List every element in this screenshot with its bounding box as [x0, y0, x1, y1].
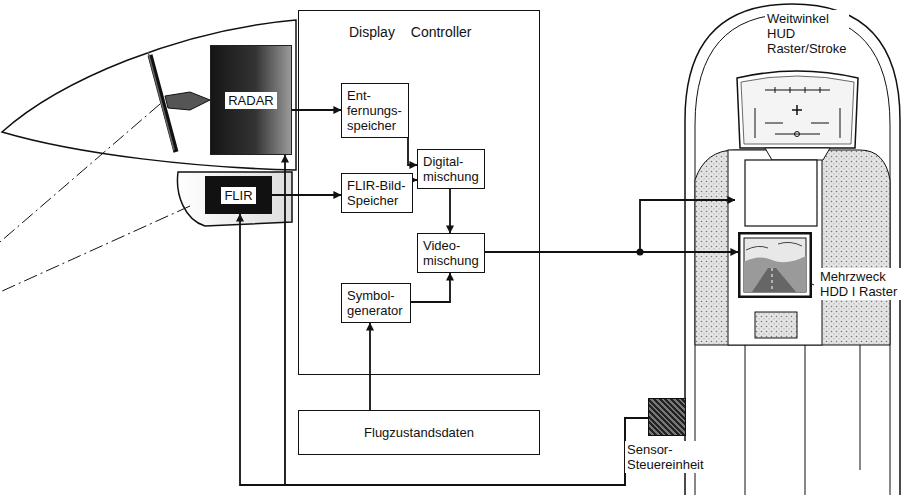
process-box: Digital- mischung: [417, 149, 485, 189]
center-console: [728, 150, 822, 345]
hud-unit: Weitwinkel HUD Raster/Stroke: [735, 68, 860, 228]
process-box: Video- mischung: [417, 233, 485, 273]
connector: [292, 109, 341, 111]
node-label: Sensor- Steuereinheit: [625, 441, 719, 473]
flir-pod: [177, 172, 292, 226]
canopy: [685, 4, 900, 495]
process-box: Ent- fernungs- speicher: [341, 83, 409, 138]
radar-feed: [165, 92, 210, 110]
connector: [485, 251, 738, 253]
process-box: Symbol- generator: [341, 283, 411, 323]
hdd-display: Mehrzweck HDD I Raster: [738, 232, 812, 298]
node-text: Display Controller: [349, 25, 471, 40]
node-text: Symbol- generator: [347, 288, 405, 318]
node-text: FLIR-Bild- Speicher: [347, 178, 407, 208]
connector: [285, 155, 648, 485]
node-text: Ent- fernungs- speicher: [347, 88, 403, 133]
node-text: Video- mischung: [423, 238, 479, 268]
controller-box: Display ControllerEnt- fernungs- speiche…: [298, 10, 540, 375]
process-box: FLIR-Bild- Speicher: [341, 173, 413, 213]
flir-boresight: [0, 206, 190, 292]
node-text: RADAR: [225, 92, 277, 109]
connector: [411, 273, 450, 302]
node-text: Digital- mischung: [423, 154, 479, 184]
aircraft-nose: [2, 20, 296, 170]
hud-picture: [735, 68, 860, 228]
flir-unit: FLIR: [205, 176, 272, 214]
sensor-control-unit: Sensor- Steuereinheit: [648, 398, 686, 436]
radar-boresight: [0, 104, 160, 242]
connector: [485, 200, 735, 252]
connector: [369, 323, 371, 410]
radar-unit: RADAR: [210, 45, 292, 155]
hdd-screen-picture: [738, 232, 812, 298]
node-label: Weitwinkel HUD Raster/Stroke: [765, 10, 849, 57]
connector: [240, 214, 648, 485]
instrument-panel: [695, 150, 890, 345]
node-text: Flugzustandsdaten: [364, 425, 474, 440]
connector: [408, 125, 417, 165]
connector: [272, 194, 341, 196]
connector: [449, 189, 451, 233]
node-label: Mehrzweck HDD I Raster: [818, 268, 909, 300]
data-box: Flugzustandsdaten: [298, 410, 540, 455]
node-text: FLIR: [221, 187, 255, 204]
